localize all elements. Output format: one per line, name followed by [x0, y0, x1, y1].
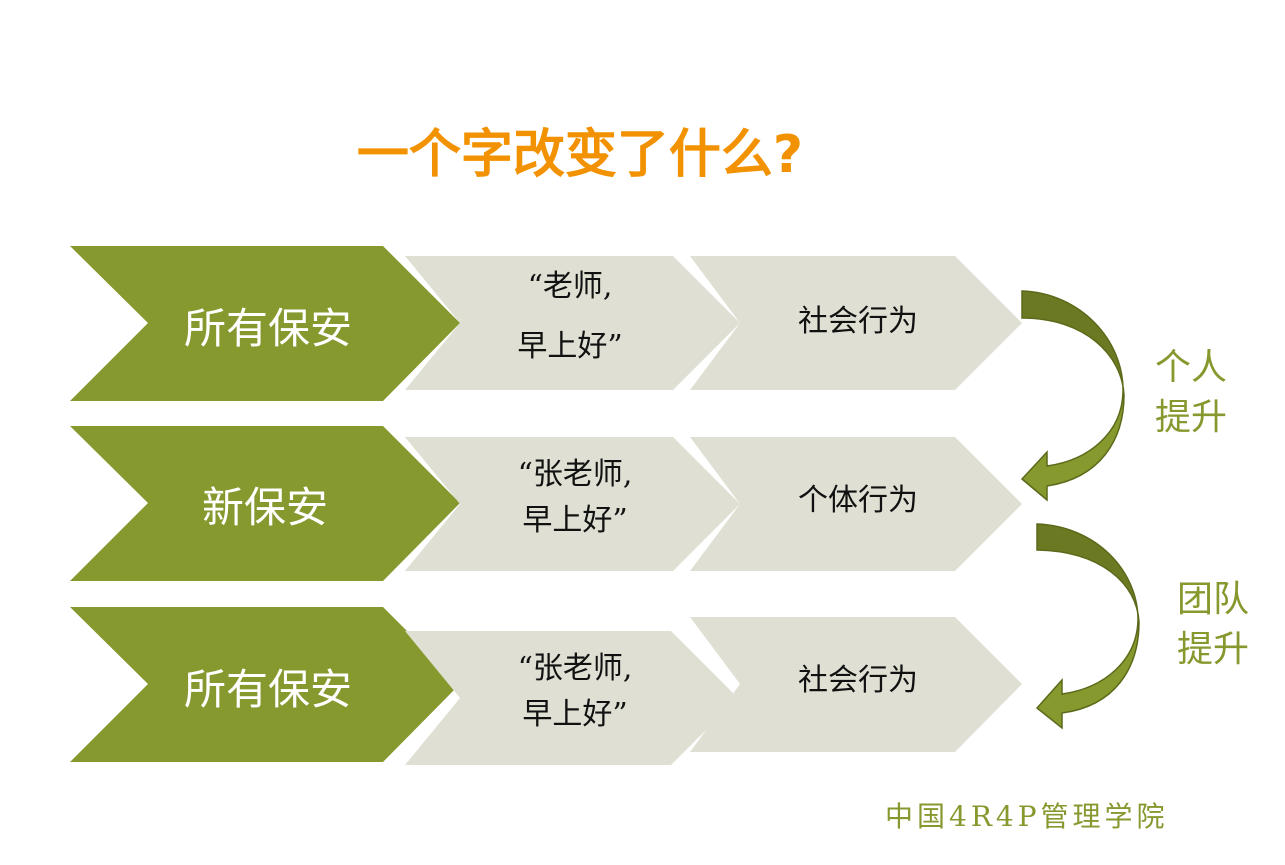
row-2-behavior: 个体行为 — [798, 483, 918, 518]
transition-line-1: 团队 — [1177, 579, 1250, 620]
greeting-chevron-3 — [405, 631, 738, 765]
row-3-behavior: 社会行为 — [798, 663, 918, 698]
transition-line-1: 个人 — [1155, 347, 1228, 388]
transition-line-2: 提升 — [1177, 629, 1250, 670]
greeting-line-2: 早上好” — [522, 503, 628, 538]
behavior-chevron-1 — [690, 256, 1022, 390]
transition-line-2: 提升 — [1155, 397, 1228, 438]
behavior-chevron-2 — [690, 437, 1022, 571]
greeting-line-2: 早上好” — [517, 329, 623, 364]
footer-brand: 中国4R4P管理学院 — [885, 800, 1169, 833]
curved-arrow-icon-1 — [1020, 290, 1125, 502]
subject-chevron-3 — [70, 607, 460, 762]
greeting-line-2: 早上好” — [522, 697, 628, 732]
transition-label-1: 个人 提升 — [1155, 343, 1227, 443]
greeting-line-1: “老师, — [527, 269, 613, 304]
greeting-line-1: “张老师, — [517, 651, 633, 686]
subject-chevron-2 — [70, 426, 460, 581]
transition-label-2: 团队 提升 — [1177, 575, 1249, 675]
greeting-line-1: “张老师, — [517, 457, 633, 492]
row-1-greeting: “老师, 早上好” — [440, 264, 700, 370]
row-1-subject: 所有保安 — [183, 304, 352, 353]
row-2-subject: 新保安 — [201, 483, 328, 532]
curved-arrow-icon-2 — [1035, 523, 1140, 730]
row-1-behavior: 社会行为 — [798, 304, 918, 339]
page-title: 一个字改变了什么? — [356, 125, 804, 185]
behavior-chevron-3 — [690, 617, 1022, 752]
greeting-chevron-2 — [405, 437, 740, 571]
row-2-greeting: “张老师, 早上好” — [445, 452, 705, 544]
row-3-subject: 所有保安 — [183, 665, 352, 714]
greeting-chevron-1 — [405, 256, 740, 390]
subject-chevron-1 — [70, 246, 460, 401]
row-3-greeting: “张老师, 早上好” — [445, 646, 705, 738]
